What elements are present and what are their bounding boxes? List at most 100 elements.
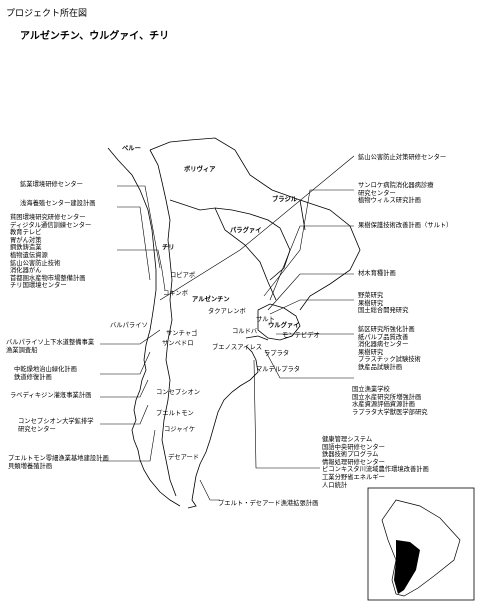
- left-box-e: 中乾燥地治山緑化計画 鉄道修復計画: [14, 366, 77, 381]
- list-item: 漁業調査船: [6, 346, 38, 354]
- list-item: プエルト・デセアード漁港拡張計画: [218, 500, 319, 507]
- right-box-f: 鉱区研究所強化計画 紙パルプ品質改善 消化器病センター 果樹研究 プラスチック試…: [358, 326, 421, 372]
- list-item: 消化器がん: [10, 267, 42, 275]
- list-item: 消化器病センター: [358, 341, 409, 349]
- city-santiago: サンチャゴ: [166, 330, 198, 337]
- river-plate: [245, 335, 269, 341]
- inset-continent: [381, 499, 461, 597]
- leader-lines: [100, 155, 355, 501]
- left-box-a: 鉱業環境研修センター: [20, 181, 83, 189]
- uruguay-border: [257, 303, 301, 341]
- list-item: コンセプシオン大学鉱排学: [18, 418, 94, 425]
- list-item: 国立水産研究所増強計画: [352, 393, 422, 401]
- right-box-i: プエルト・デセアード漁港拡張計画: [218, 500, 318, 508]
- city-mar-del-plata: マルデルプラタ: [256, 366, 301, 373]
- list-item: 研究センター: [18, 425, 56, 433]
- list-item: 果樹研究: [358, 348, 384, 356]
- list-item: 中乾燥地治山緑化計画: [14, 366, 77, 373]
- list-item: 果樹保護技術改善計画（サルト）: [358, 222, 453, 229]
- list-item: 植物ウィルス研究計画: [358, 197, 421, 205]
- list-item: ディジタル通信訓練センター: [10, 221, 92, 229]
- list-item: 国土総合開発研究: [358, 307, 409, 315]
- list-item: 人口統計: [322, 481, 348, 489]
- list-item: 胃がん対策: [10, 236, 42, 244]
- list-item: 国立漁業学校: [352, 386, 390, 393]
- list-item: 材木育種計画: [358, 270, 396, 277]
- list-item: 水産資源評価資源計画: [352, 401, 415, 409]
- city-montevideo: モンテビデオ: [282, 332, 320, 339]
- list-item: プエルトモン零細漁業基地建設計画: [8, 455, 109, 462]
- list-item: ラベディキジン灌漑事業計画: [10, 392, 92, 399]
- andes-border: [149, 149, 177, 497]
- list-item: 情報処理研修センター: [322, 458, 385, 466]
- list-item: 健康管理システム: [322, 436, 373, 443]
- list-item: 鋼鉄鋳造業: [10, 244, 42, 252]
- label-bolivia: ボリヴィア: [184, 166, 216, 173]
- label-chile: チリ: [162, 244, 175, 251]
- list-item: 鉱山公害防止対策研修センター: [358, 154, 447, 161]
- left-box-h: プエルトモン零細漁業基地建設計画 貝類増養殖計画: [8, 455, 109, 470]
- city-san-pedro: サンペドロ: [162, 340, 194, 347]
- list-item: 野菜研究: [358, 292, 384, 299]
- list-item: 工業分野省エネルギー: [322, 473, 385, 481]
- label-brazil: ブラジル: [272, 196, 298, 203]
- list-item: 鉱山公害防止技術: [10, 259, 61, 267]
- page-header: プロジェクト所在図: [6, 9, 88, 19]
- right-box-b: サンロケ病院消化器病診療 研究センター 植物ウィルス研究計画: [358, 182, 434, 205]
- list-item: 鉱区研究所強化計画: [358, 326, 415, 333]
- city-cordoba: コルドバ: [232, 328, 258, 335]
- city-coyhaique: コジャイケ: [164, 426, 196, 433]
- label-peru: ペルー: [122, 145, 141, 152]
- city-coquimbo: コキンボ: [163, 290, 188, 297]
- list-item: 鉄産品試験計画: [358, 363, 403, 371]
- list-item: 鉱業環境研修センター: [20, 181, 83, 188]
- left-box-g: コンセプシオン大学鉱排学 研究センター: [18, 418, 94, 433]
- label-argentina: アルゼンチン: [192, 296, 230, 303]
- list-item: バルパライソ上下水道整備事業: [6, 339, 95, 346]
- left-box-c: 貧困環境研究研修センター ディジタル通信訓練センター 教育テレビ 胃がん対策 鋼…: [10, 214, 91, 290]
- right-box-c: 果樹保護技術改善計画（サルト）: [358, 222, 452, 230]
- city-copiapo: コピアポ: [170, 272, 196, 279]
- list-item: 果樹研究: [358, 299, 384, 307]
- city-concepcion: コンセプシオン: [156, 389, 201, 396]
- city-valparaiso: バルパライソ: [110, 322, 148, 329]
- paraguay-border: [214, 207, 291, 281]
- list-item: 貝類増養殖計画: [8, 462, 53, 470]
- list-item: 植物遺伝資源: [10, 251, 48, 259]
- left-box-b: 浅海養殖センター建設計画: [20, 200, 96, 208]
- list-item: 研究センター: [358, 189, 396, 197]
- list-item: 貧困環境研究研修センター: [10, 214, 86, 221]
- inset-frame: [367, 487, 475, 601]
- label-paraguay: パラグァイ: [230, 227, 262, 234]
- list-item: 国語中央研修センター: [322, 443, 385, 451]
- city-buenos-aires: ブエノスアイレス: [212, 344, 263, 351]
- label-uruguay: ウルグァイ: [268, 322, 300, 329]
- list-item: 鉄道修復計画: [14, 373, 52, 381]
- list-item: 首都圏水産物市場整備計画: [10, 274, 86, 282]
- city-puerto-montt: プエルトモン: [156, 410, 194, 417]
- list-item: ピコンキスタ川流域農作環境改善計画: [322, 466, 429, 474]
- left-box-d: バルパライソ上下水道整備事業 漁業調査船: [6, 339, 94, 354]
- city-deseado: デセアード: [168, 454, 200, 461]
- right-box-e: 野菜研究 果樹研究 国土総合開発研究: [358, 292, 408, 315]
- city-salto: サルト: [256, 316, 275, 323]
- list-item: プラスチック試験技術: [358, 356, 421, 364]
- left-box-f: ラベディキジン灌漑事業計画: [10, 392, 91, 400]
- city-tacuarembo: タクアレンボ: [208, 308, 246, 315]
- atlantic-coastline: [187, 345, 259, 509]
- argentina-north: [169, 199, 277, 301]
- city-la-plata: ラプラタ: [264, 350, 290, 357]
- list-item: ラプラタ大学獣医学部研究: [352, 408, 428, 416]
- list-item: 浅海養殖センター建設計画: [20, 200, 96, 207]
- right-box-a: 鉱山公害防止対策研修センター: [358, 154, 446, 162]
- right-box-g: 国立漁業学校 国立水産研究所増強計画 水産資源評価資源計画 ラプラタ大学獣医学部…: [352, 386, 428, 416]
- chile-coastline: [107, 147, 181, 507]
- inset-highlight: [394, 540, 420, 594]
- list-item: 鉄器技術プログラム: [322, 451, 379, 459]
- bolivia-border: [149, 137, 306, 231]
- right-box-h: 健康管理システム 国語中央研修センター 鉄器技術プログラム 情報処理研修センター…: [322, 436, 429, 489]
- list-item: サンロケ病院消化器病診療: [358, 182, 434, 189]
- right-box-d: 材木育種計画: [358, 270, 396, 278]
- list-item: 紙パルプ品質改善: [358, 333, 409, 341]
